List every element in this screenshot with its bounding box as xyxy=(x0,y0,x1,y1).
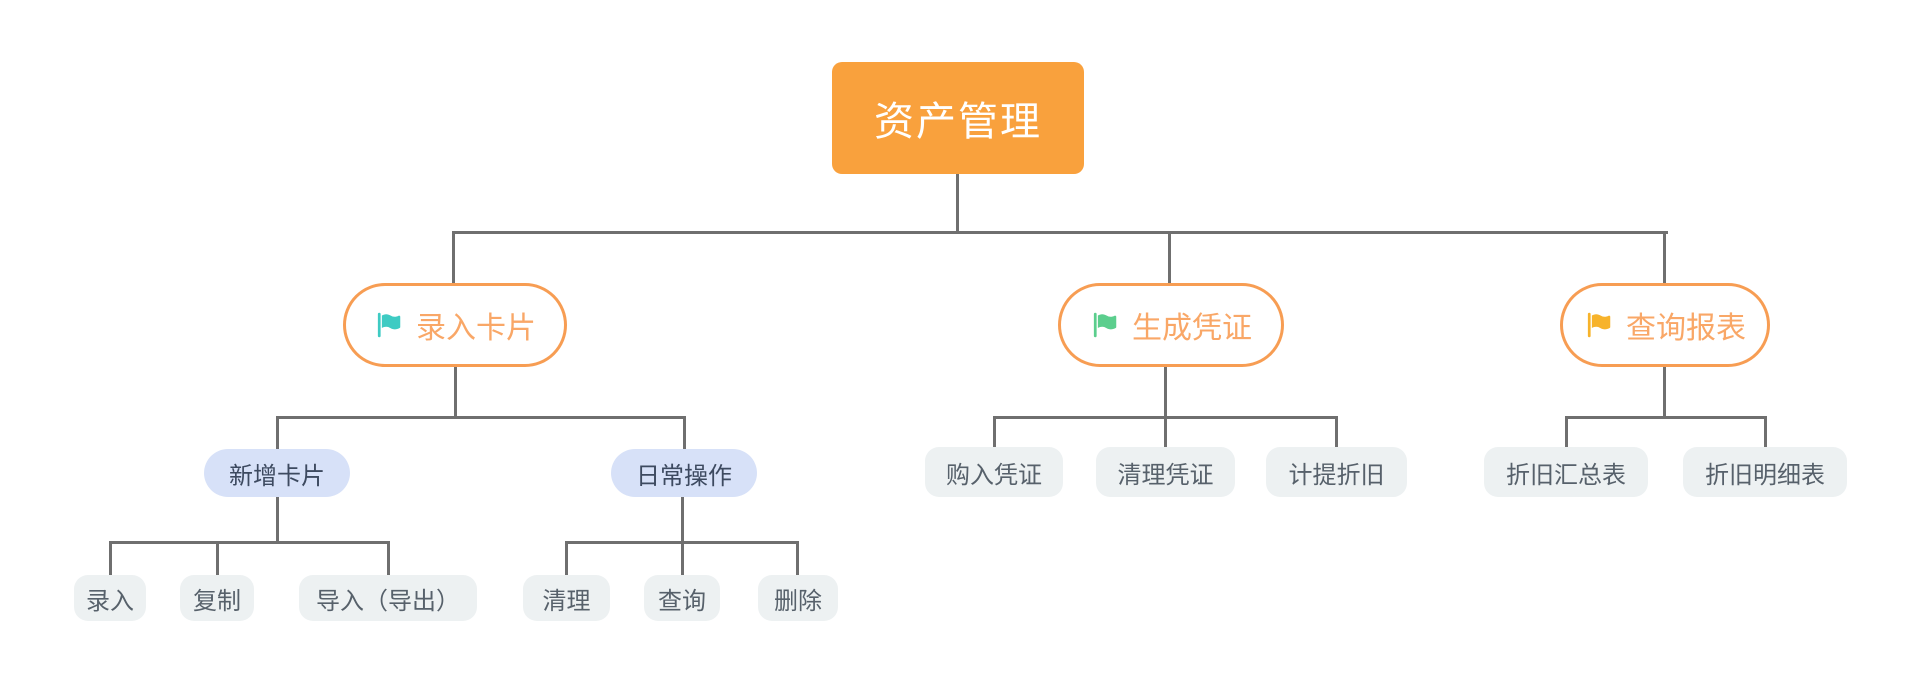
connector-richang-stem xyxy=(681,497,684,575)
connector-branch2-rail xyxy=(993,416,1338,419)
connector-mingxi-drop xyxy=(1764,416,1767,447)
leaf-node-depreciation-summary[interactable]: 折旧汇总表 xyxy=(1484,447,1648,497)
connector-main-rail xyxy=(453,231,1668,234)
connector-richang-drop xyxy=(683,416,686,449)
connector-fuzhi-drop xyxy=(216,541,219,575)
connector-luru-drop xyxy=(109,541,112,575)
flag-icon xyxy=(1587,312,1611,338)
connector-shanchu-drop xyxy=(796,541,799,575)
branch-node-label: 查询报表 xyxy=(1626,312,1746,345)
connector-branch3-drop xyxy=(1663,231,1666,283)
leaf-node-label: 折旧汇总表 xyxy=(1506,461,1626,489)
root-node-asset-management[interactable]: 资产管理 xyxy=(832,62,1084,174)
leaf-node-delete[interactable]: 删除 xyxy=(758,575,838,621)
connector-xinzeng-rail xyxy=(109,541,390,544)
connector-branch1-drop xyxy=(452,231,455,283)
connector-gouru-drop xyxy=(993,416,996,447)
connector-branch2-drop xyxy=(1168,231,1171,283)
connector-daoru-drop xyxy=(387,541,390,575)
branch-node-label: 生成凭证 xyxy=(1132,312,1252,345)
leaf-node-clearing-voucher[interactable]: 清理凭证 xyxy=(1096,447,1235,497)
leaf-node-accrue-depreciation[interactable]: 计提折旧 xyxy=(1266,447,1407,497)
sub-node-new-card[interactable]: 新增卡片 xyxy=(204,449,350,497)
leaf-node-label: 复制 xyxy=(193,587,241,615)
connector-xinzeng-stem xyxy=(276,497,279,544)
flag-icon xyxy=(377,312,401,338)
connector-branch1-rail xyxy=(276,416,686,419)
connector-branch3-stem xyxy=(1663,367,1666,418)
leaf-node-depreciation-detail[interactable]: 折旧明细表 xyxy=(1683,447,1847,497)
leaf-node-query[interactable]: 查询 xyxy=(644,575,720,621)
leaf-node-label: 查询 xyxy=(658,587,706,615)
root-node-label: 资产管理 xyxy=(874,100,1042,144)
leaf-node-clear[interactable]: 清理 xyxy=(523,575,610,621)
sub-node-daily-operation[interactable]: 日常操作 xyxy=(611,449,757,497)
leaf-node-copy[interactable]: 复制 xyxy=(180,575,254,621)
connector-root-drop xyxy=(956,174,959,233)
leaf-node-label: 删除 xyxy=(774,587,822,615)
leaf-node-label: 清理凭证 xyxy=(1117,461,1214,489)
sub-node-label: 日常操作 xyxy=(636,462,732,490)
branch-node-label: 录入卡片 xyxy=(416,312,536,345)
connector-branch1-stem xyxy=(454,367,457,418)
leaf-node-purchase-voucher[interactable]: 购入凭证 xyxy=(925,447,1063,497)
leaf-node-label: 计提折旧 xyxy=(1288,461,1385,489)
leaf-node-entry[interactable]: 录入 xyxy=(74,575,146,621)
leaf-node-label: 导入（导出） xyxy=(316,587,460,615)
leaf-node-label: 折旧明细表 xyxy=(1705,461,1825,489)
leaf-node-label: 录入 xyxy=(86,587,134,615)
sub-node-label: 新增卡片 xyxy=(229,462,325,490)
leaf-node-import-export[interactable]: 导入（导出） xyxy=(299,575,477,621)
leaf-node-label: 清理 xyxy=(542,587,591,615)
connector-branch3-rail xyxy=(1565,416,1767,419)
connector-huizong-drop xyxy=(1565,416,1568,447)
flag-icon xyxy=(1093,312,1117,338)
branch-node-card-entry[interactable]: 录入卡片 xyxy=(343,283,567,367)
branch-node-query-report[interactable]: 查询报表 xyxy=(1560,283,1770,367)
connector-branch2-stem xyxy=(1164,367,1167,447)
connector-qingli-drop xyxy=(565,541,568,575)
branch-node-generate-voucher[interactable]: 生成凭证 xyxy=(1058,283,1284,367)
connector-jiti-drop xyxy=(1335,416,1338,447)
leaf-node-label: 购入凭证 xyxy=(946,461,1042,489)
connector-xinzeng-drop xyxy=(276,416,279,449)
connector-richang-rail xyxy=(565,541,799,544)
